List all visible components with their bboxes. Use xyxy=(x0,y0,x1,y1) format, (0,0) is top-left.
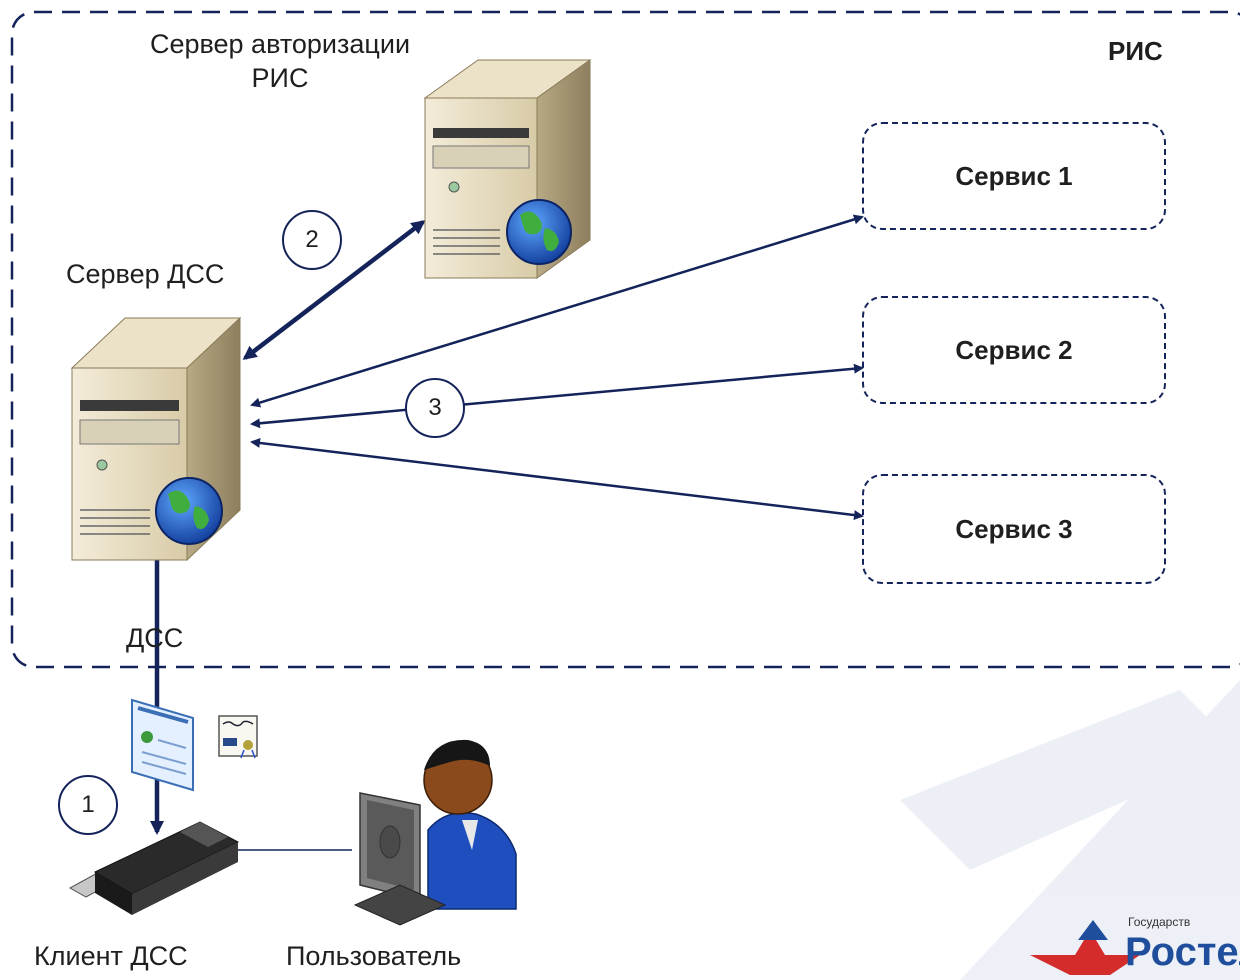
logo-text-line2: Ростел xyxy=(1125,930,1240,974)
step-2-badge: 2 xyxy=(282,210,342,270)
watermark-shape xyxy=(900,680,1240,980)
ris-zone-border xyxy=(10,10,1240,669)
service-3-label: Сервис 3 xyxy=(955,513,1073,544)
service-1-label: Сервис 1 xyxy=(955,160,1073,191)
arrow-dss-service3 xyxy=(250,437,864,521)
step-3-label: 3 xyxy=(428,394,442,421)
auth-server-label-line1: Сервер авторизации xyxy=(149,29,411,59)
user-label: Пользователь xyxy=(286,941,462,971)
auth-server-label: Сервер авторизации РИС xyxy=(112,28,448,96)
globe-icon xyxy=(155,477,223,545)
globe-icon xyxy=(506,199,572,265)
ris-zone-label: РИС xyxy=(1108,36,1163,66)
dss-channel-label: ДСС xyxy=(126,623,184,653)
service-2-box: Сервис 2 xyxy=(862,296,1166,404)
client-dss-label: Клиент ДСС xyxy=(34,941,188,971)
usb-token-icon xyxy=(68,821,240,915)
service-3-box: Сервис 3 xyxy=(862,474,1166,584)
service-1-box: Сервис 1 xyxy=(862,122,1166,230)
dss-server-label: Сервер ДСС xyxy=(66,259,225,289)
step-1-badge: 1 xyxy=(58,775,118,835)
auth-server-label-line2: РИС xyxy=(251,62,309,93)
service-2-label: Сервис 2 xyxy=(955,334,1073,365)
arrow-dss-service2 xyxy=(250,363,864,429)
step-1-label: 1 xyxy=(81,791,95,818)
logo-mark xyxy=(1030,920,1140,975)
step-3-badge: 3 xyxy=(405,378,465,438)
logo-text-line1: Государств xyxy=(1128,915,1191,929)
signed-document-icon xyxy=(131,698,194,792)
user-at-computer-icon xyxy=(353,739,517,926)
certificate-icon xyxy=(218,715,258,759)
step-2-label: 2 xyxy=(305,226,319,253)
